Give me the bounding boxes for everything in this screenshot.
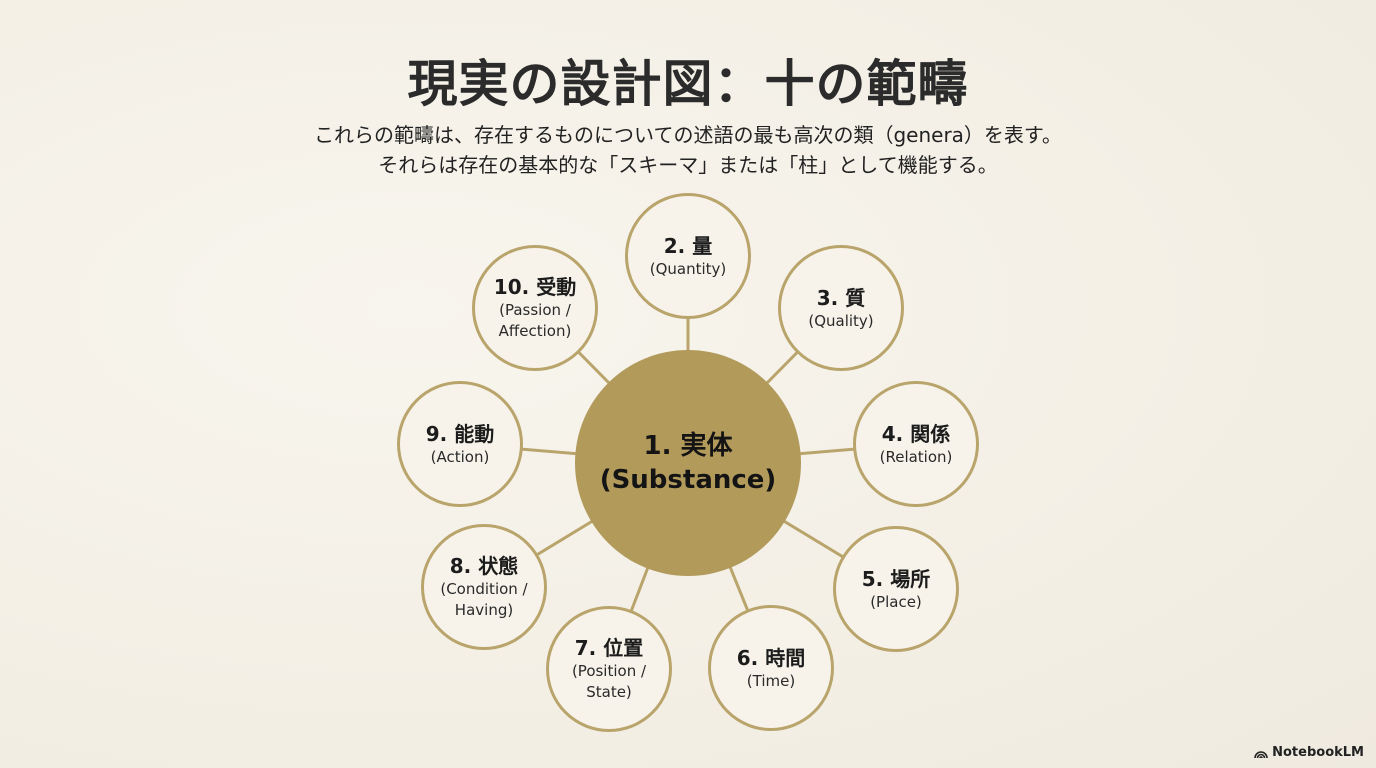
subtitle-line-1: これらの範疇は、存在するものについての述語の最も高次の類（genera）を表す。 [314,123,1062,147]
page-title: 現実の設計図：十の範疇 [407,54,969,113]
category-english: (Passion / Affection) [498,301,572,340]
category-english: (Condition / Having) [440,580,528,619]
category-label: 8. 状態 [449,554,519,578]
category-label: 6. 時間 [736,645,806,670]
category-substance-node: 1. 実体 (Substance) [575,350,801,576]
category-condition-node: 8. 状態 (Condition / Having) [421,524,547,650]
category-time-node: 6. 時間 (Time) [708,605,834,731]
category-passion-node: 10. 受動 (Passion / Affection) [472,245,598,371]
category-relation-node: 4. 関係 (Relation) [853,381,979,507]
category-english: (Relation) [879,447,953,466]
category-label: 10. 受動 [493,275,577,299]
subtitle-line-2: それらは存在の基本的な「スキーマ」または「柱」として機能する。 [378,153,998,177]
category-quantity-node: 2. 量 (Quantity) [625,193,751,319]
brand-watermark: NotebookLM [1254,745,1364,760]
notebooklm-logo-icon [1254,750,1268,758]
category-label: 1. 実体 [643,431,733,461]
category-position-node: 7. 位置 (Position / State) [546,606,672,732]
category-english: (Position / State) [571,662,647,701]
brand-label: NotebookLM [1272,745,1364,760]
category-label: 2. 量 [663,233,713,258]
category-action-node: 9. 能動 (Action) [397,381,523,507]
category-english: (Quality) [808,311,874,330]
category-english: (Quantity) [649,259,727,278]
category-english: (Action) [430,447,490,466]
category-place-node: 5. 場所 (Place) [833,526,959,652]
category-label: 3. 質 [816,285,866,310]
category-quality-node: 3. 質 (Quality) [778,245,904,371]
category-label: 7. 位置 [574,636,644,660]
category-label: 5. 場所 [861,566,931,591]
category-english: (Substance) [599,465,777,495]
category-label: 9. 能動 [425,421,495,446]
subtitle: これらの範疇は、存在するものについての述語の最も高次の類（genera）を表す。… [0,120,1376,180]
category-english: (Time) [746,671,796,690]
category-label: 4. 関係 [881,421,951,446]
category-english: (Place) [870,592,922,611]
